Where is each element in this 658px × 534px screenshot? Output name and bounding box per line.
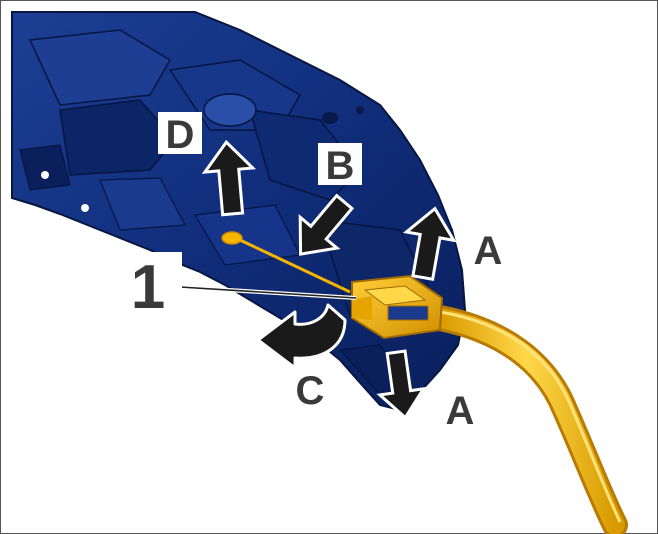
arrow-c-icon: [256, 303, 347, 370]
label-b: B: [318, 143, 362, 188]
label-a-upper: A: [474, 229, 503, 273]
arrow-d-icon: [201, 139, 257, 217]
label-one: 1: [120, 252, 182, 322]
svg-text:C: C: [296, 369, 325, 413]
label-a-lower: A: [438, 389, 482, 433]
arrow-a-lower-icon: [376, 349, 427, 420]
cable: [427, 305, 628, 534]
label-c: C: [288, 368, 332, 413]
svg-text:1: 1: [131, 253, 165, 322]
svg-text:A: A: [446, 389, 475, 433]
connector: [351, 274, 444, 340]
svg-text:A: A: [474, 229, 503, 273]
svg-text:D: D: [166, 113, 195, 157]
label-d: D: [158, 112, 202, 157]
arrow-a-upper-icon: [402, 206, 457, 282]
arrow-b-icon: [298, 193, 355, 256]
svg-text:B: B: [326, 144, 355, 188]
